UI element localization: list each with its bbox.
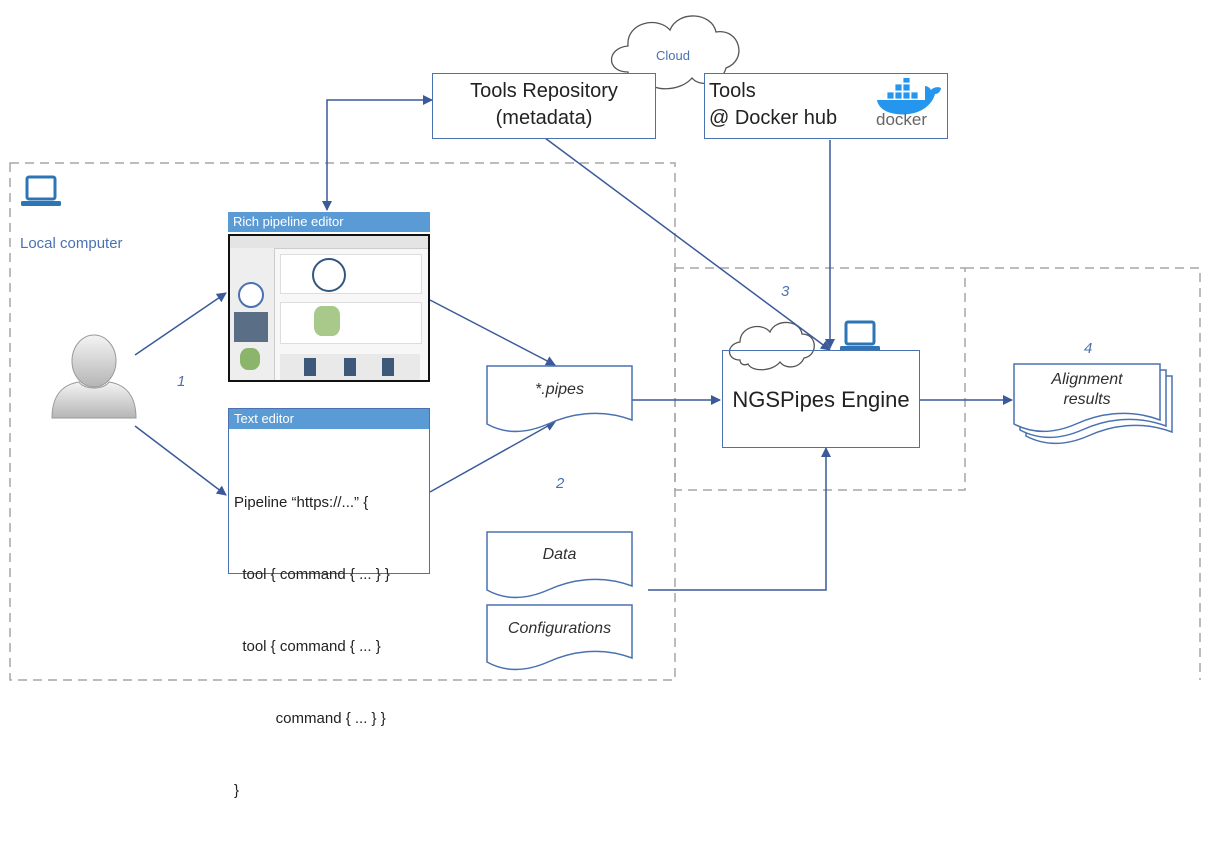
results-label-line2: results [1063,391,1111,408]
rich-editor-window: Rich pipeline editor [228,212,430,382]
tools-repository-subtitle: (metadata) [495,107,593,129]
code-line: tool { command { ... } } [234,566,390,583]
connector-layer [9,15,1201,681]
results-region [965,267,1201,680]
laptop-icon [21,175,61,206]
repo-editor-link [322,95,433,211]
docker-hub-label: @ Docker hub [709,107,838,129]
tools-repository-title: Tools Repository [470,80,618,102]
text-pipes-arrow [429,421,556,493]
rich-editor-title: Rich pipeline editor [228,212,430,232]
user-text-arrow [134,425,227,496]
pipes-label: *.pipes [535,381,584,398]
ngspipes-engine-box: NGSPipes Engine [722,350,920,448]
configurations-label: Configurations [507,620,612,637]
code-line: Pipeline “https://...” { [234,494,369,511]
data-label: Data [542,546,577,563]
engine-label: NGSPipes Engine [732,387,910,412]
rich-pipes-arrow [429,299,556,366]
repo-engine-arrow [544,137,831,351]
step-number-4: 4 [1084,340,1093,357]
data-engine-arrow [648,447,831,591]
code-line: tool { command { ... } [234,638,381,655]
tools-label: Tools [709,80,756,102]
local-computer-label: Local computer [20,235,123,252]
docker-logo-text: docker [876,110,928,129]
diagram-canvas: Cloud Tools Repository (metadata) Tools … [9,15,1201,799]
results-document-stack [1013,363,1173,445]
code-line: command { ... } } [234,710,386,727]
text-editor-content: Pipeline “https://...” { tool { command … [234,443,390,851]
rich-editor-screenshot [228,234,430,382]
docker-hub-box: Tools @ Docker hub docker [704,73,948,139]
step-number-1: 1 [177,373,186,390]
cloud-label: Cloud [656,48,690,63]
results-label-line1: Alignment [1051,371,1123,388]
results-label: Alignment results [1014,370,1160,410]
engine-laptop-icon [840,320,880,351]
pipes-document [486,365,633,433]
step-number-2: 2 [556,475,565,492]
text-editor-window: Text editor Pipeline “https://...” { too… [228,408,430,799]
data-document [486,531,633,599]
user-rich-arrow [134,292,227,356]
text-editor-title: Text editor [229,409,429,429]
user-avatar-icon [51,334,137,419]
code-line: } [234,782,240,799]
configurations-document [486,604,633,671]
engine-cloud-icon [728,321,815,371]
tools-repository-box: Tools Repository (metadata) [432,73,656,139]
step-number-3: 3 [781,283,790,300]
docker-logo: docker [873,75,943,134]
